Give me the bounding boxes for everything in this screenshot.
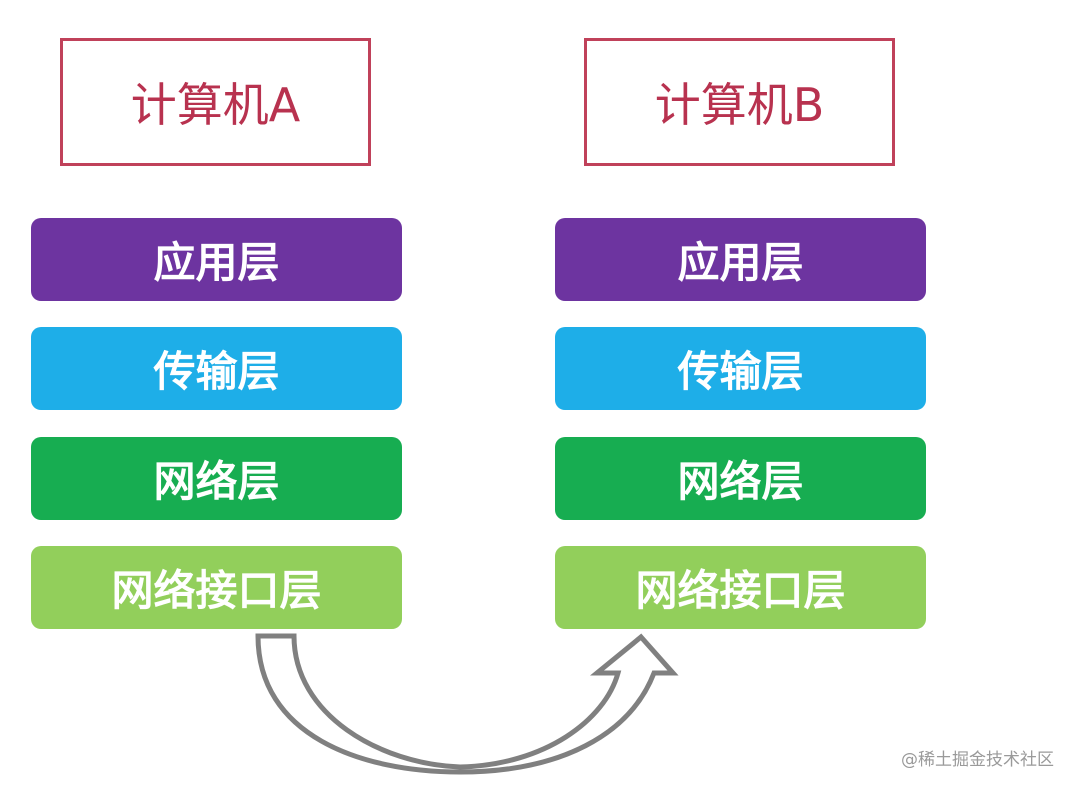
computer-a-transport-layer: 传输层 — [31, 327, 402, 410]
computer-b-network-layer: 网络层 — [555, 437, 926, 520]
computer-a-link-layer: 网络接口层 — [31, 546, 402, 629]
computer-b-application-layer: 应用层 — [555, 218, 926, 301]
computer-a-application-layer: 应用层 — [31, 218, 402, 301]
watermark: @稀土掘金技术社区 — [901, 750, 1054, 770]
computer-b-title: 计算机B — [584, 38, 895, 166]
computer-a-title: 计算机A — [60, 38, 371, 166]
computer-a-network-layer: 网络层 — [31, 437, 402, 520]
computer-b-link-layer: 网络接口层 — [555, 546, 926, 629]
computer-b-transport-layer: 传输层 — [555, 327, 926, 410]
